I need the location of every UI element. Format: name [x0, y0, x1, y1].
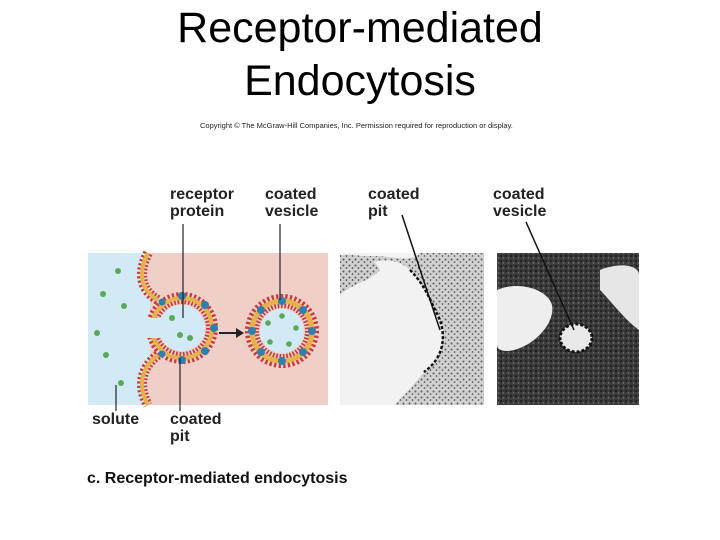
label-solute: solute [92, 411, 140, 428]
label-receptor-protein: receptor protein [170, 186, 235, 220]
label-coated-vesicle-micrograph: coated vesicle [493, 186, 547, 220]
label-pointer-lines [115, 224, 281, 411]
figure-caption: c. Receptor-mediated endocytosis [87, 470, 348, 487]
solute-particles [94, 268, 193, 386]
micrograph-coated-vesicle [497, 221, 639, 405]
copyright-notice: Copyright © The McGraw-Hill Companies, I… [200, 121, 513, 130]
label-coated-pit: coated pit [170, 411, 222, 445]
plasma-membrane [137, 250, 162, 408]
label-coated-vesicle: coated vesicle [265, 186, 319, 220]
micrograph-coated-pit [340, 214, 484, 405]
label-coated-pit-micrograph: coated pit [368, 186, 420, 220]
slide-title-text: Receptor-mediated Endocytosis [177, 4, 543, 105]
illustration-panel [88, 224, 328, 411]
process-arrow [219, 328, 244, 338]
pit-receptors [158, 292, 218, 364]
slide-title: Receptor-mediated Endocytosis [0, 2, 720, 108]
coated-vesicle-drawing [245, 294, 319, 368]
